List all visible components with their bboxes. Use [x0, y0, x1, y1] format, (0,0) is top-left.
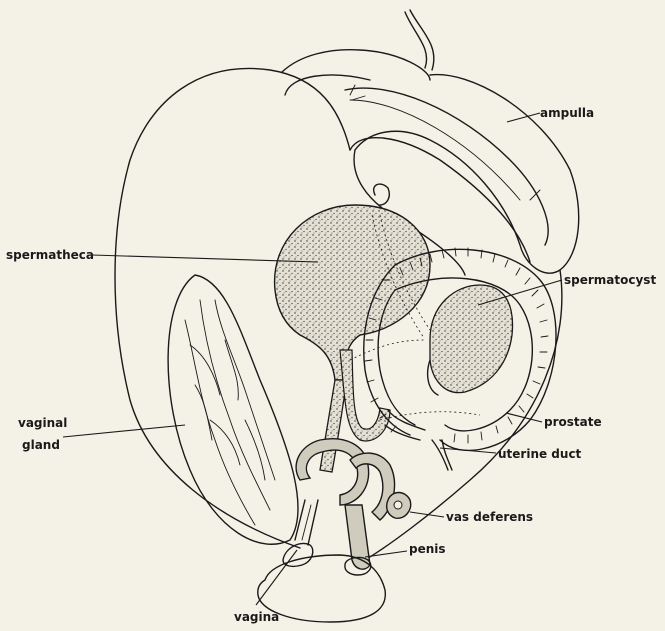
- label-spermatocyst: spermatocyst: [564, 273, 656, 287]
- leader-prostate: [506, 413, 542, 422]
- internal-duct-4: [350, 340, 425, 360]
- leader-uterine-duct: [440, 448, 496, 453]
- label-vas-deferens: vas deferens: [446, 510, 533, 524]
- leader-vagina: [256, 550, 297, 605]
- label-uterine-duct: uterine duct: [498, 447, 581, 461]
- ampulla-loop: [374, 184, 390, 205]
- leader-ampulla: [507, 113, 540, 122]
- label-spermatheca: spermatheca: [6, 248, 94, 262]
- label-vaginal-gland-line2: gland: [22, 438, 60, 452]
- label-vaginal-gland-line1: vaginal: [18, 416, 67, 430]
- label-penis: penis: [409, 542, 446, 556]
- ampulla-duct: [410, 10, 434, 70]
- spermatheca-duct: [320, 380, 347, 472]
- vaginal-gland-veins: [185, 300, 275, 525]
- label-vagina: vagina: [234, 610, 279, 624]
- body-upper: [282, 50, 430, 80]
- internal-duct-3: [380, 412, 480, 420]
- leader-vaginal-gland: [63, 425, 185, 437]
- spermatocyst: [430, 285, 513, 393]
- leader-penis: [365, 551, 407, 557]
- label-ampulla: ampulla: [540, 106, 594, 120]
- ampulla-branch: [350, 85, 540, 200]
- connector-tube2: [385, 425, 420, 440]
- vaginal-gland-sac: [168, 275, 298, 544]
- label-prostate: prostate: [544, 415, 602, 429]
